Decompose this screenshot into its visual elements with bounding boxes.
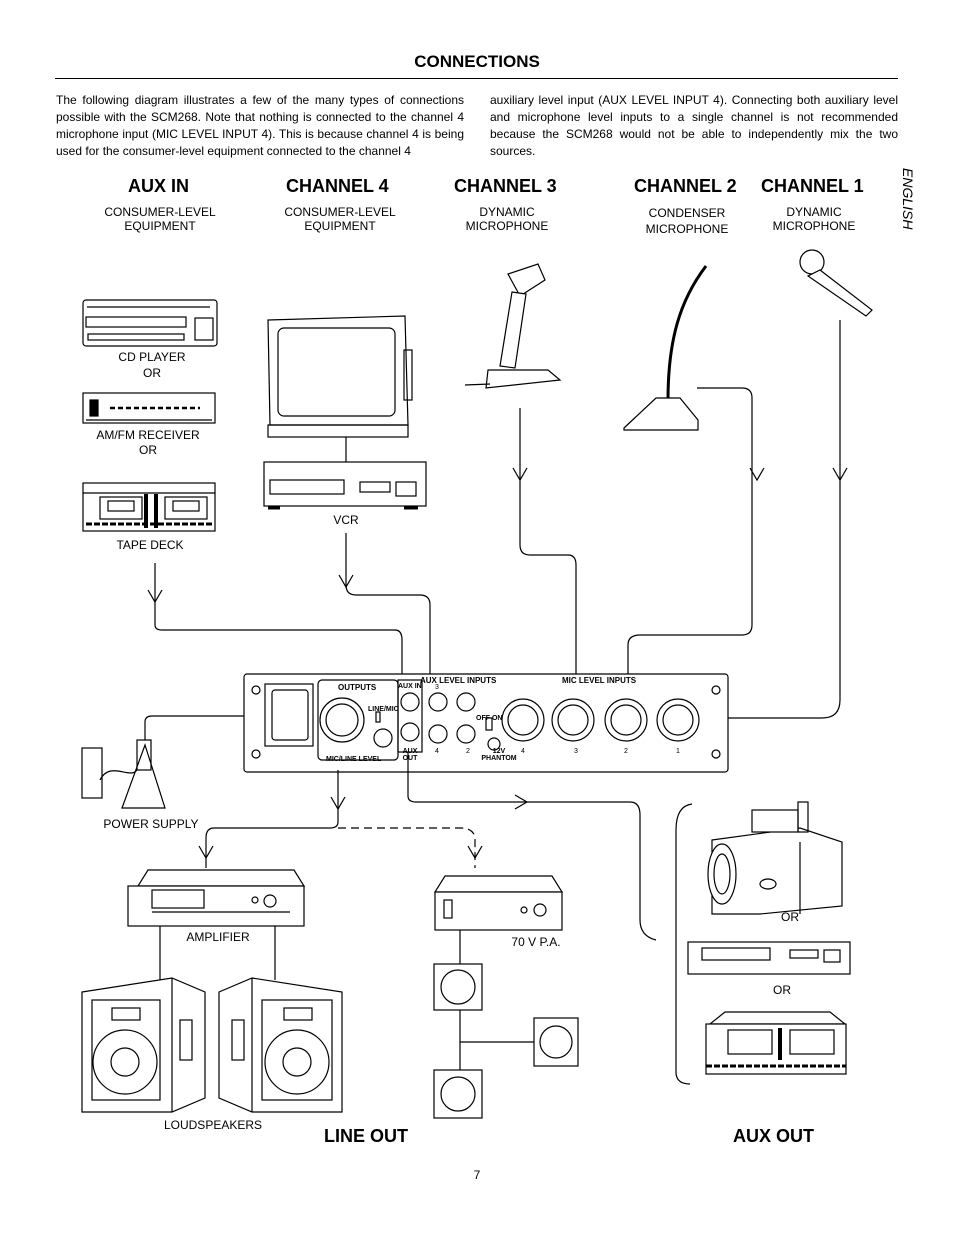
rear-panel [243, 673, 729, 773]
sub-channel-2: CONDENSER MICROPHONE [645, 206, 729, 236]
panel-mic-num-1: 1 [676, 748, 680, 755]
page-title: CONNECTIONS [414, 52, 540, 71]
language-tab: ENGLISH [900, 168, 916, 230]
panel-line-mic-label: LINE/MIC [368, 706, 399, 713]
loudspeakers-label: LOUDSPEAKERS [163, 1118, 263, 1132]
intro-column-2: auxiliary level input (AUX LEVEL INPUT 4… [490, 93, 898, 158]
or-label-2: OR [139, 443, 157, 457]
heading-channel-2: CHANNEL 2 [634, 176, 737, 196]
vcr-icon [263, 461, 427, 510]
amfm-label: AM/FM RECEIVER [96, 428, 200, 442]
heading-channel-3: CHANNEL 3 [454, 176, 557, 196]
amplifier-icon [127, 869, 306, 980]
panel-mic-line-level-label: MIC/LINE LEVEL [326, 756, 382, 763]
panel-aux-in-label: AUX IN [398, 683, 422, 690]
television-icon [267, 315, 413, 462]
loudspeaker-left-icon [81, 977, 206, 1113]
heading-channel-1: CHANNEL 1 [761, 176, 864, 196]
tape-deck-label: TAPE DECK [116, 538, 184, 552]
camcorder-icon [707, 801, 843, 915]
tape-deck-icon [82, 482, 216, 532]
pa-amplifier-icon [433, 875, 564, 1070]
panel-outputs-label: OUTPUTS [338, 683, 377, 692]
tape-deck-2-icon [705, 1011, 847, 1075]
condenser-microphone-icon [623, 265, 708, 431]
panel-mic-num-4: 4 [521, 748, 525, 755]
panel-aux-out-label: AUX OUT [402, 748, 418, 762]
vcr-label: VCR [333, 513, 359, 527]
or-label-4: OR [773, 983, 791, 997]
vcr-2-icon [687, 941, 851, 975]
loudspeaker-right-icon [218, 977, 343, 1113]
page-number: 7 [473, 1168, 481, 1182]
panel-mic-num-2: 2 [624, 748, 628, 755]
heading-aux-in: AUX IN [128, 176, 190, 196]
ceiling-speaker-icons [433, 963, 579, 1119]
intro-column-1: The following diagram illustrates a few … [56, 93, 464, 158]
sub-channel-1: DYNAMIC MICROPHONE [772, 205, 856, 233]
panel-aux-num-2: 2 [466, 748, 470, 755]
aux-out-heading: AUX OUT [733, 1126, 814, 1146]
or-label-1: OR [143, 366, 161, 380]
panel-mic-level-inputs-label: MIC LEVEL INPUTS [562, 676, 637, 685]
pa-label: 70 V P.A. [511, 935, 561, 949]
panel-aux-level-inputs-label: AUX LEVEL INPUTS [420, 676, 497, 685]
power-supply-icon [81, 715, 244, 809]
title-rule [55, 78, 898, 79]
sub-channel-3: DYNAMIC MICROPHONE [465, 205, 549, 233]
heading-channel-4: CHANNEL 4 [286, 176, 389, 196]
power-supply-label: POWER SUPPLY [103, 817, 199, 831]
sub-channel-4: CONSUMER-LEVEL EQUIPMENT [284, 205, 396, 233]
or-label-3: OR [781, 910, 799, 924]
cd-player-label: CD PLAYER [118, 350, 186, 364]
desk-microphone-icon [464, 263, 562, 389]
line-out-heading: LINE OUT [324, 1126, 408, 1146]
panel-aux-num-4: 4 [435, 748, 439, 755]
amplifier-label: AMPLIFIER [186, 930, 250, 944]
sub-aux-in: CONSUMER-LEVEL EQUIPMENT [104, 205, 216, 233]
panel-aux-num-3: 3 [435, 684, 439, 691]
receiver-icon [82, 392, 216, 424]
panel-mic-num-3: 3 [574, 748, 578, 755]
panel-phantom-label: 12V PHANTOM [481, 748, 517, 762]
cd-player-icon [82, 299, 218, 347]
handheld-microphone-icon [799, 249, 873, 317]
panel-off-on-label: OFF ON [476, 715, 503, 722]
